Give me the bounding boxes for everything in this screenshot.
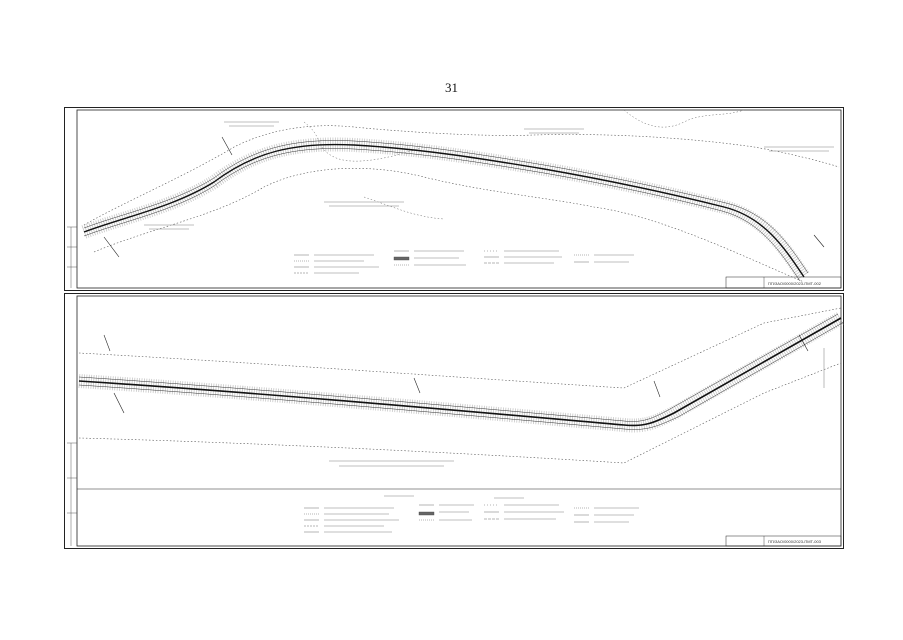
drawing-sheet-top: ПП/ЗАО/0000/2023-ПМТ-002 xyxy=(64,107,844,291)
page-number: 31 xyxy=(445,80,458,95)
route-plan-drawing-top xyxy=(64,107,844,291)
stamp-code: ПП/ЗАО/0000/2023-ПМТ-002 xyxy=(768,281,821,286)
drawing-sheet-bottom: ПП/ЗАО/0000/2023-ПМТ-003 xyxy=(64,293,844,549)
stamp-code: ПП/ЗАО/0000/2023-ПМТ-003 xyxy=(768,539,821,544)
route-plan-drawing-bottom xyxy=(64,293,844,549)
